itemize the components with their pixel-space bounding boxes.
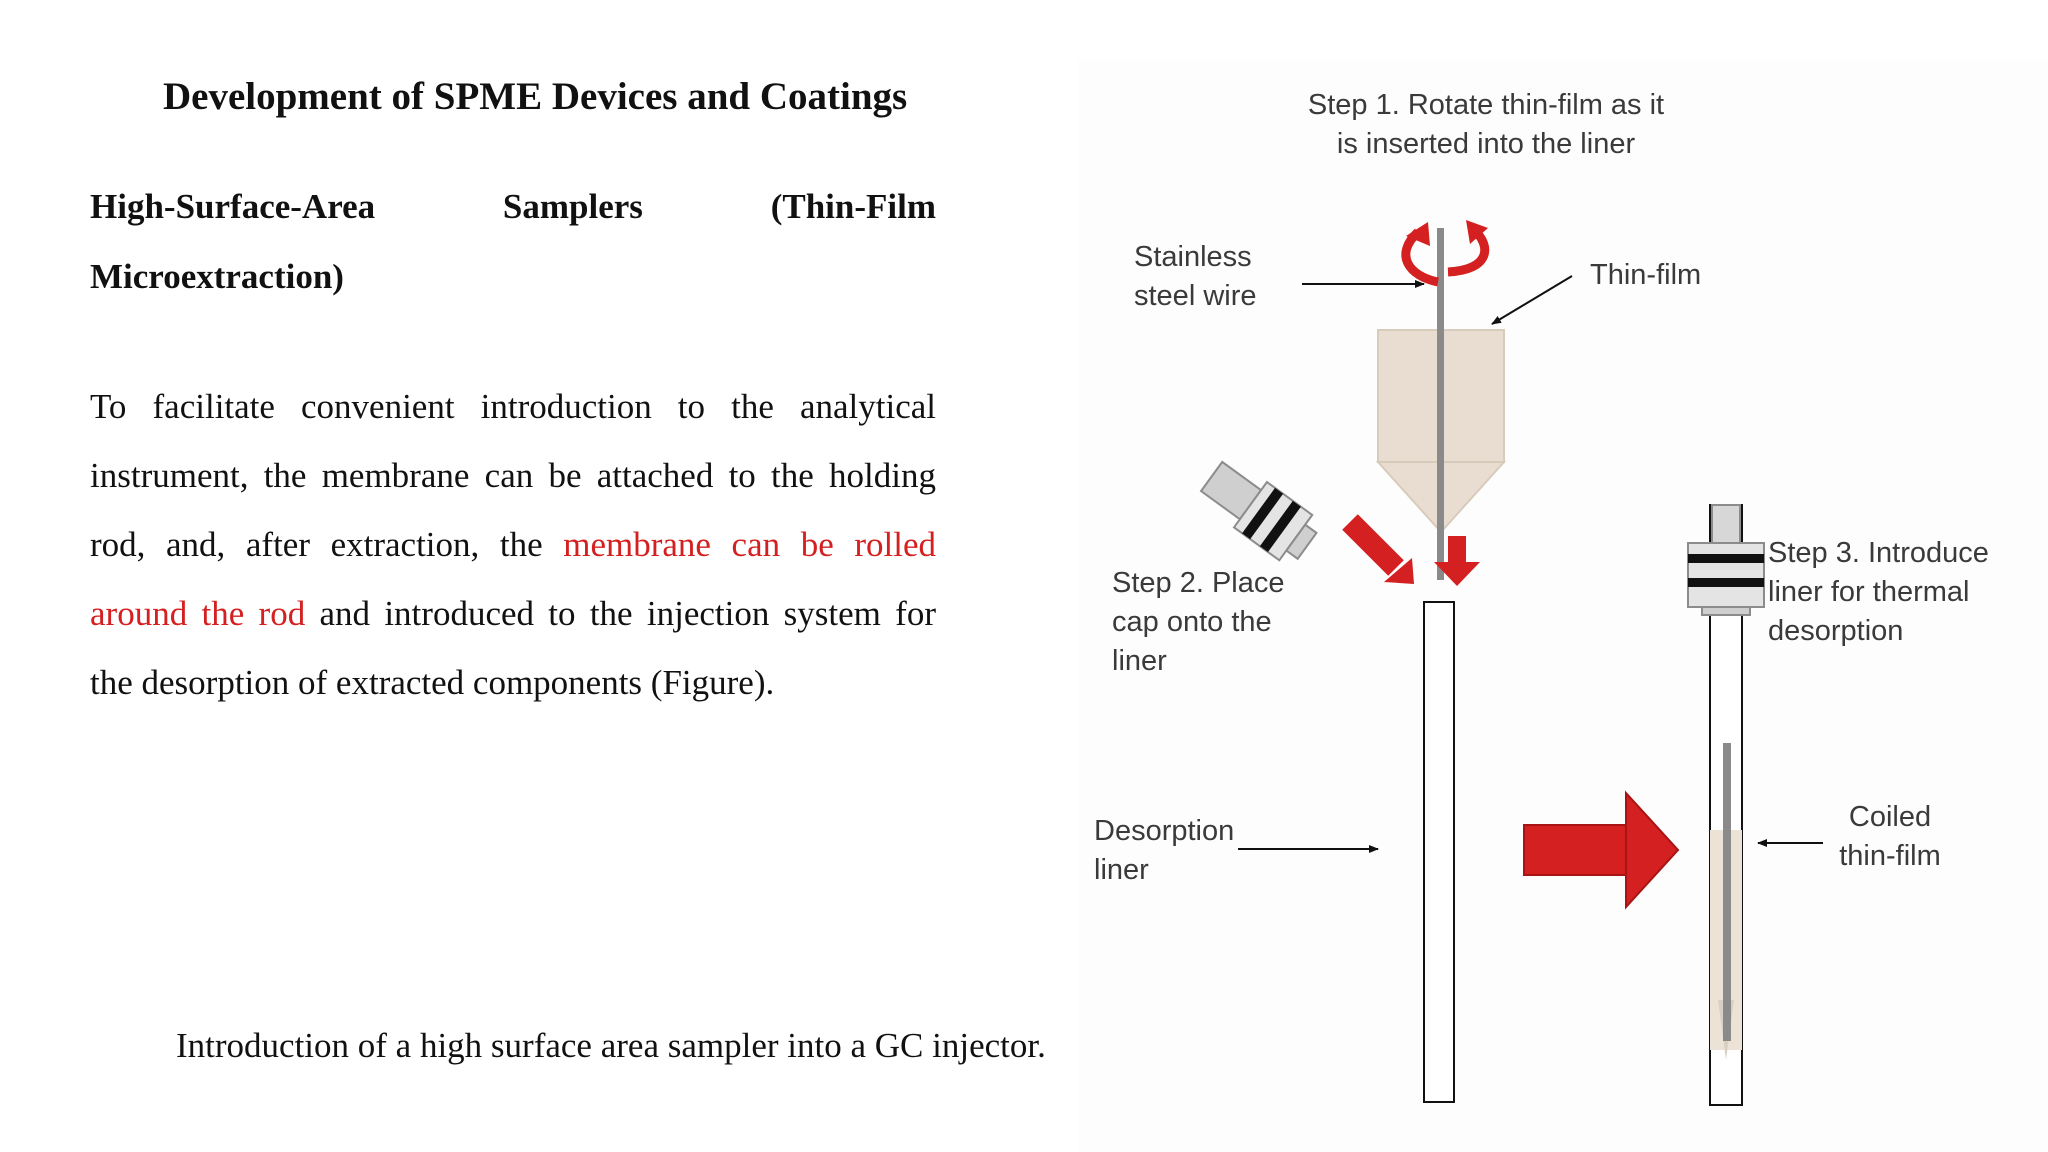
paragraph-highlight: membrane can be rolled around the rod bbox=[90, 525, 937, 633]
section-heading: High-Surface-Area Samplers (Thin-Film Mi… bbox=[90, 187, 936, 296]
diagonal-arrow-icon bbox=[1342, 514, 1414, 584]
thin-film-label: Thin-film bbox=[1590, 259, 1702, 291]
body-paragraph: To facilitate convenient introduction to… bbox=[90, 372, 936, 717]
step2-label: Step 2. Place cap onto the liner bbox=[1112, 567, 1285, 677]
septum-cap-icon bbox=[1199, 460, 1318, 562]
figure-caption: Introduction of a high surface area samp… bbox=[176, 1026, 1046, 1065]
desorption-liner-tube bbox=[1423, 601, 1455, 1103]
stainless-steel-wire-label: Stainless steel wire bbox=[1134, 241, 1257, 312]
figure-background bbox=[1078, 60, 2048, 1152]
rotation-arrows-icon bbox=[1401, 220, 1490, 287]
stainless-steel-wire bbox=[1437, 228, 1444, 580]
step3-label: Step 3. Introduce liner for thermal deso… bbox=[1768, 537, 1989, 647]
paragraph-text-end: and introduced to the injection system f… bbox=[90, 594, 936, 702]
figure-drawing bbox=[1078, 60, 2048, 1152]
thin-film-pointer bbox=[1491, 275, 1573, 325]
paragraph-text-start: To facilitate convenient introduction to… bbox=[90, 387, 936, 564]
liner-with-cap bbox=[1687, 504, 1765, 1106]
slide-title: Development of SPME Devices and Coatings bbox=[163, 75, 908, 118]
down-arrow-icon bbox=[1434, 536, 1480, 586]
thin-film-desorption-figure: Step 1. Rotate thin-film as it is insert… bbox=[1078, 60, 2048, 1152]
coiled-thin-film-label: Coiled thin-film bbox=[1839, 801, 1941, 872]
right-arrow-icon bbox=[1523, 790, 1680, 910]
step1-label: Step 1. Rotate thin-film as it is insert… bbox=[1307, 89, 1665, 160]
desorption-liner-label: Desorption liner bbox=[1094, 815, 1235, 886]
